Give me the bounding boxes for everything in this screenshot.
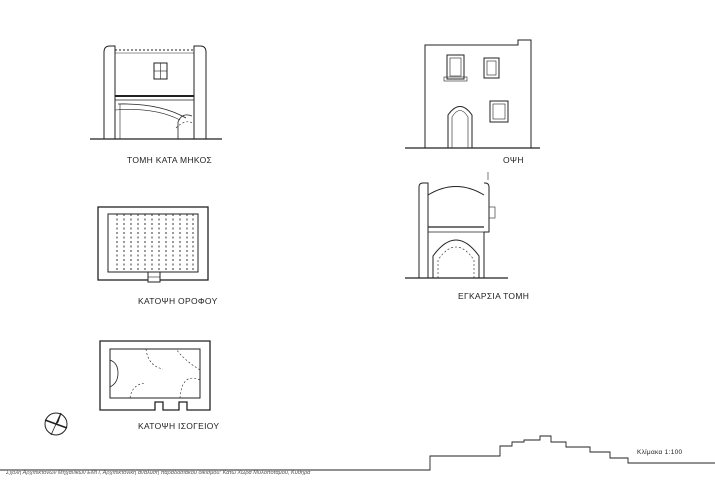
caption-upper-floor-plan: ΚΑΤΟΨΗ ΟΡΟΦΟΥ xyxy=(138,296,218,306)
caption-ground-floor-plan: ΚΑΤΟΨΗ ΙΣΟΓΕΙΟΥ xyxy=(138,421,220,431)
north-arrow-icon xyxy=(44,412,68,436)
caption-elevation: ΟΨΗ xyxy=(503,155,524,165)
scale-label: Κλίμακα 1:100 xyxy=(637,449,683,456)
footer-credit: Σχολή Αρχιτεκτόνων Μηχανικών ΕΜΠ, Αρχιτε… xyxy=(6,470,311,476)
cross-section-drawing xyxy=(405,172,508,279)
longitudinal-section-drawing xyxy=(90,45,222,140)
village-skyline-outline xyxy=(0,435,715,471)
ground-floor-plan-drawing xyxy=(99,340,211,411)
caption-cross-section: ΕΓΚΑΡΣΙΑ ΤΟΜΗ xyxy=(458,291,530,301)
upper-floor-plan-drawing xyxy=(97,206,209,283)
elevation-drawing xyxy=(405,39,540,149)
caption-longitudinal-section: ΤΟΜΗ ΚΑΤΑ ΜΗΚΟΣ xyxy=(127,155,213,165)
